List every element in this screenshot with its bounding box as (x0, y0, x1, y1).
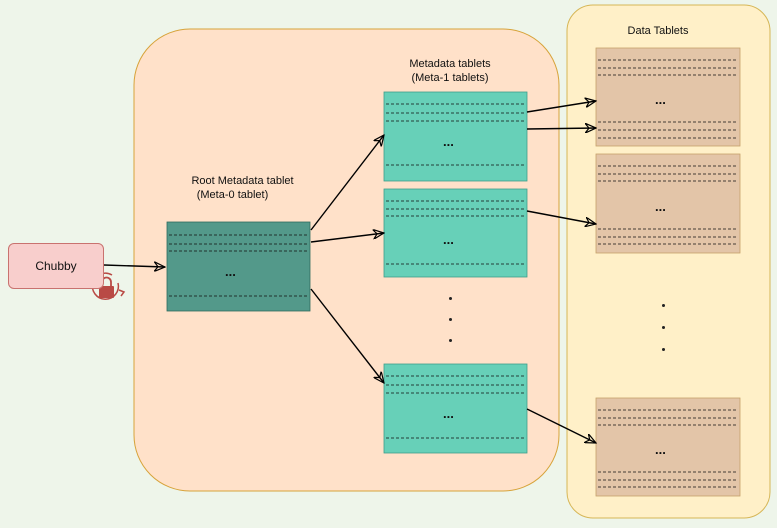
root-tablet-ellipsis: ... (225, 264, 236, 279)
data-continuation-dot-3 (662, 348, 665, 351)
arrow-root-to-meta-1 (310, 135, 384, 231)
data-continuation-dot-2 (662, 326, 665, 329)
arrow-root-to-meta-2 (310, 233, 384, 243)
data-continuation-dot-1 (662, 304, 665, 307)
arrow-meta-1-to-data-1a (526, 101, 596, 113)
arrow-meta-2-to-data-2 (526, 210, 596, 224)
root-tablet-title: Root Metadata tablet (Meta-0 tablet) (165, 174, 320, 202)
data-tablet-1 (595, 47, 741, 147)
data-tablet-3-ellipsis: ... (655, 442, 666, 457)
metadata-tablets-title-line2: (Meta-1 tablets) (411, 72, 489, 84)
metadata-tablets-title: Metadata tablets (Meta-1 tablets) (380, 57, 520, 85)
meta-tablet-2 (383, 188, 528, 278)
data-tablets-title: Data Tablets (627, 25, 689, 37)
arrow-root-to-meta-3 (310, 288, 384, 383)
chubby-label: Chubby (35, 259, 77, 273)
arrow-meta-3-to-data-3 (526, 408, 596, 443)
data-tablet-1-ellipsis: ... (655, 92, 666, 107)
metadata-tablets-title-line1: Metadata tablets (409, 58, 491, 70)
meta-tablet-2-ellipsis: ... (443, 232, 454, 247)
meta-tablet-3-ellipsis: ... (443, 406, 454, 421)
arrow-chubby-to-root (103, 265, 165, 267)
root-tablet-title-line1: Root Metadata tablet (191, 175, 294, 187)
data-tablet-3 (595, 397, 741, 497)
meta-continuation-dot-2 (449, 318, 452, 321)
data-tablet-2-ellipsis: ... (655, 199, 666, 214)
meta-tablet-1-ellipsis: ... (443, 134, 454, 149)
meta-tablet-1 (383, 91, 528, 182)
root-metadata-tablet (166, 221, 311, 312)
arrow-meta-1-to-data-1b (526, 128, 596, 129)
meta-continuation-dot-3 (449, 339, 452, 342)
chubby-node: Chubby (8, 243, 104, 289)
data-tablet-2 (595, 153, 741, 254)
root-tablet-title-line2: (Meta-0 tablet) (196, 189, 269, 201)
meta-continuation-dot-1 (449, 297, 452, 300)
meta-tablet-3 (383, 363, 528, 454)
